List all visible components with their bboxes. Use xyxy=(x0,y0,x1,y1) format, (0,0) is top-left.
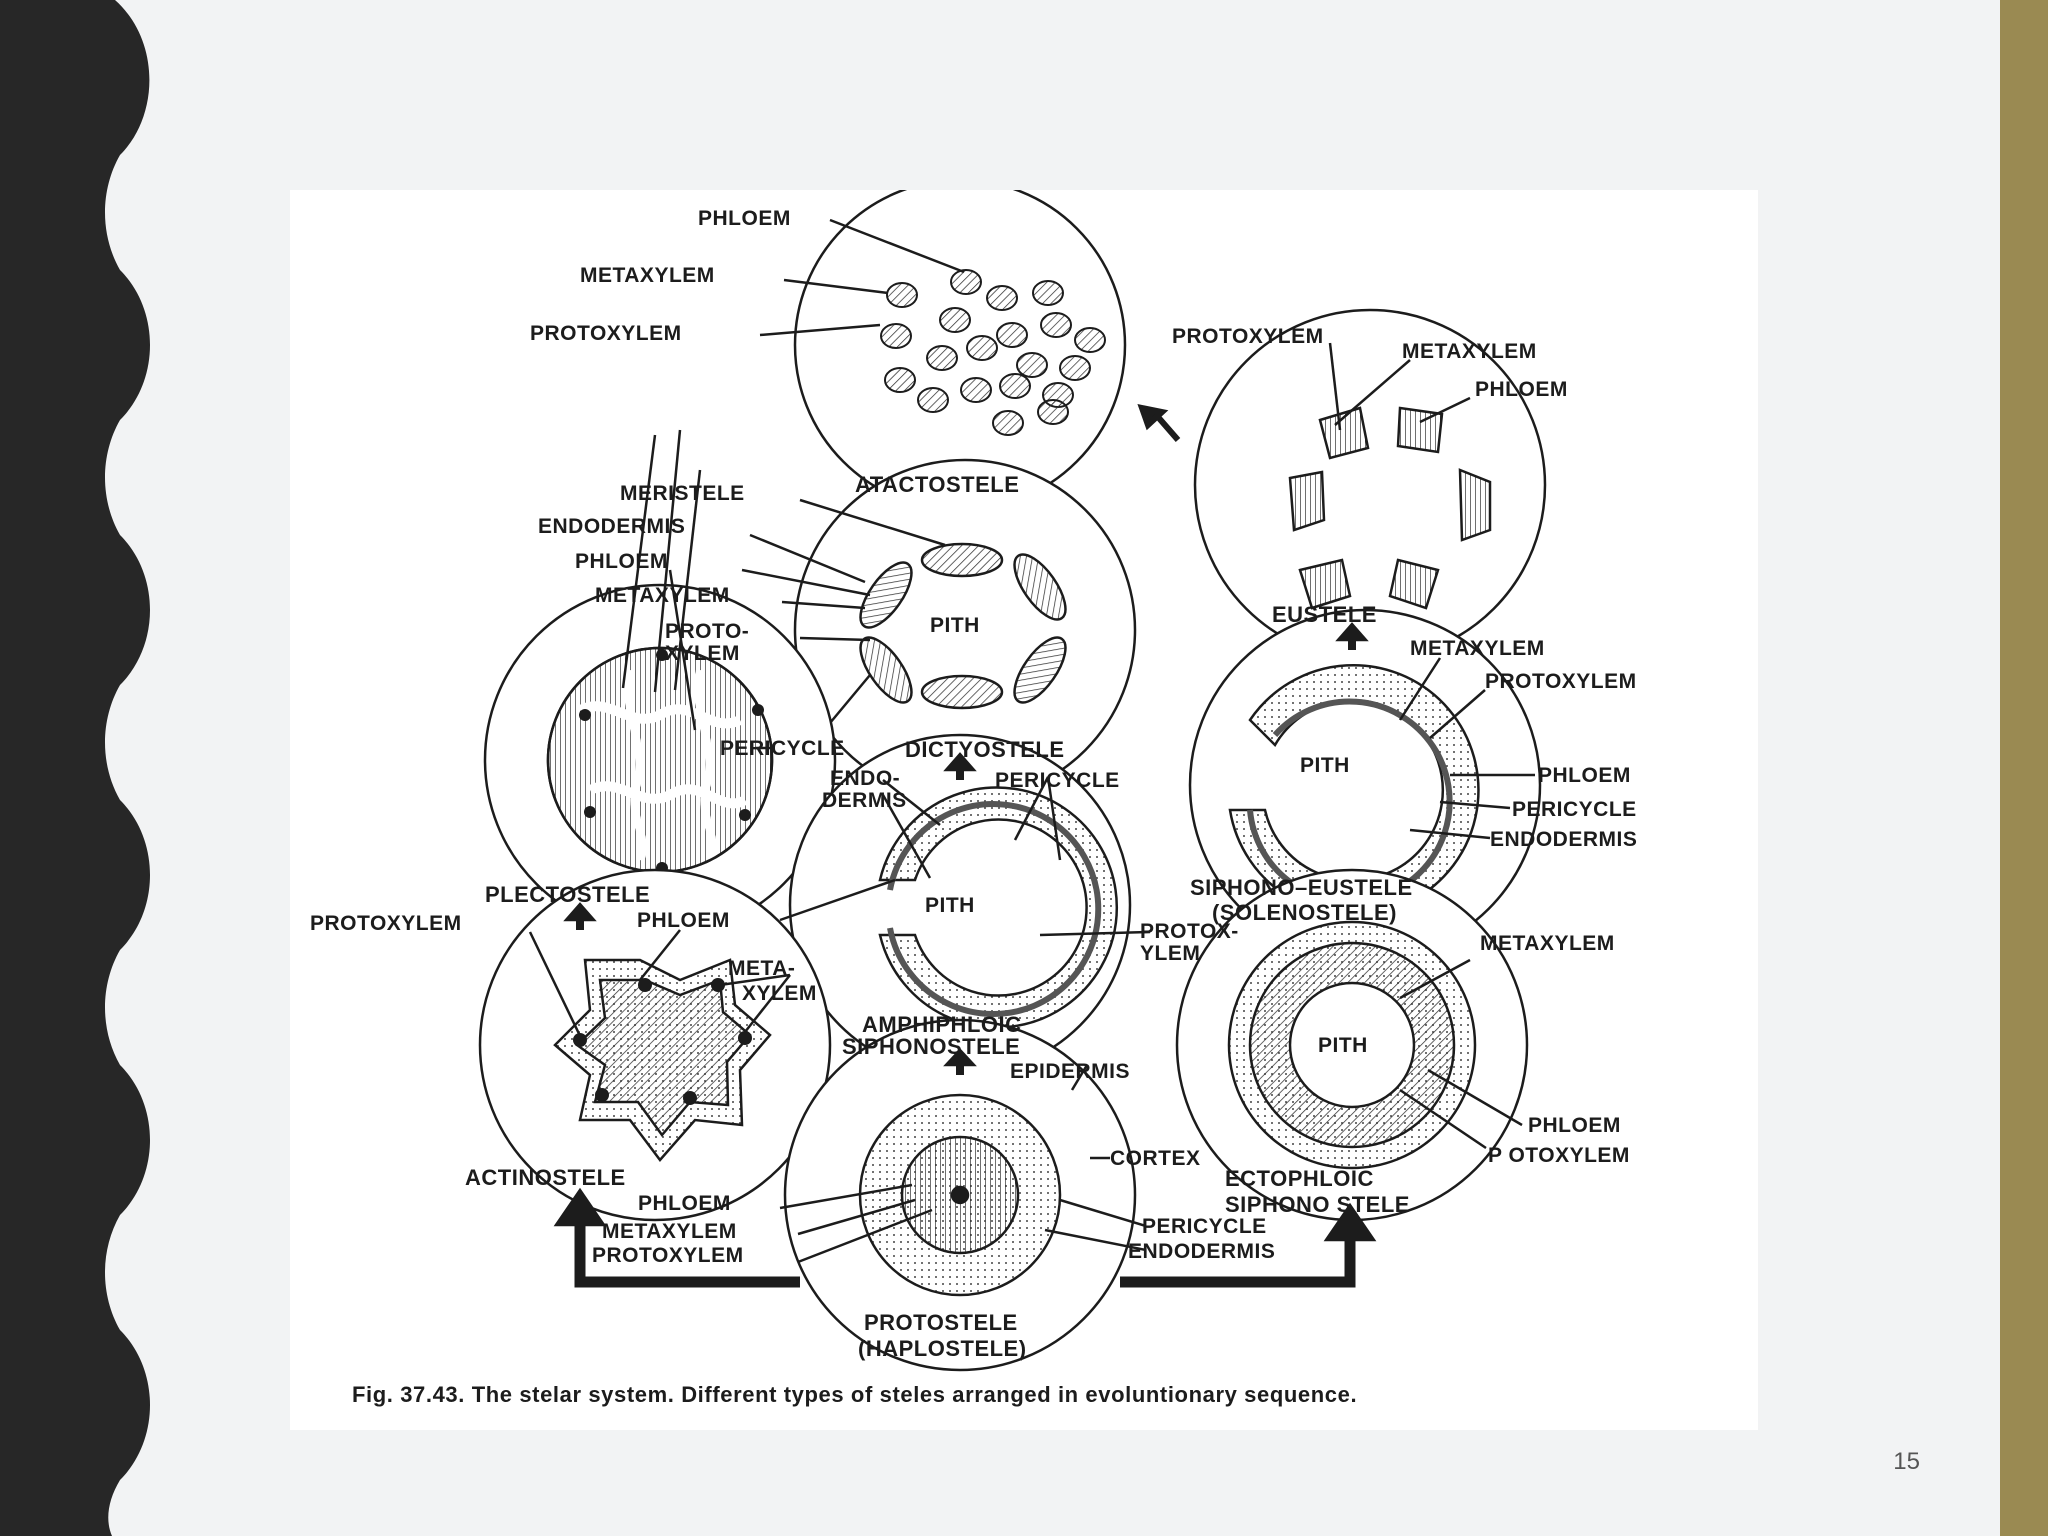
ectophloic-label-protoxylem: P OTOXYLEM xyxy=(1488,1144,1630,1167)
wavy-left-band xyxy=(0,0,150,1536)
dictyostele-title: DICTYOSTELE xyxy=(905,737,1065,762)
actinostele-title: ACTINOSTELE xyxy=(465,1165,626,1190)
protostele-label-phloem: PHLOEM xyxy=(638,1192,731,1215)
ectophloic-title: ECTOPHLOIC xyxy=(1225,1166,1374,1191)
atactostele-label-metaxylem: METAXYLEM xyxy=(580,264,715,287)
siphono-label-phloem: PHLOEM xyxy=(1538,764,1631,787)
protostele-label-metaxylem: METAXYLEM xyxy=(602,1220,737,1243)
eustele-label-metaxylem: METAXYLEM xyxy=(1402,340,1537,363)
dictyostele-center-pith: PITH xyxy=(930,614,980,637)
dictyostele-label-proto: PROTO- xyxy=(665,620,749,643)
plectostele-title: PLECTOSTELE xyxy=(485,882,650,907)
ectophloic-label-metaxylem: METAXYLEM xyxy=(1480,932,1615,955)
amphiphloic-label-protox: PROTOX- xyxy=(1140,920,1239,943)
dictyostele-diagram xyxy=(741,458,1137,802)
dictyostele-label-metaxylem: METAXYLEM xyxy=(595,584,730,607)
stelar-system-figure: PHLOEM METAXYLEM PROTOXYLEM ATACTOSTELE … xyxy=(290,190,1758,1430)
ectophloic-label-phloem: PHLOEM xyxy=(1528,1114,1621,1137)
amphiphloic-subtitle: SIPHONOSTELE xyxy=(842,1034,1020,1059)
ectophloic-center-pith: PITH xyxy=(1318,1034,1368,1057)
siphono-subtitle: (SOLENOSTELE) xyxy=(1212,900,1397,925)
siphono-center-pith: PITH xyxy=(1300,754,1350,777)
protostele-label-endodermis: ENDODERMIS xyxy=(1128,1240,1275,1263)
atactostele-title: ATACTOSTELE xyxy=(855,472,1019,497)
ectophloic-subtitle: SIPHONO STELE xyxy=(1225,1192,1410,1217)
amphiphloic-label-endo: ENDO- xyxy=(830,767,900,790)
atactostele-label-protoxylem: PROTOXYLEM xyxy=(530,322,682,345)
amphiphloic-label-phloem: PHLOEM xyxy=(637,909,730,932)
amphiphloic-title: AMPHIPHLOIC xyxy=(862,1012,1022,1037)
stele-diagram: PHLOEM METAXYLEM PROTOXYLEM ATACTOSTELE … xyxy=(310,190,1637,1407)
amphiphloic-label-dermis: DERMIS xyxy=(822,789,907,812)
dictyostele-label-pericycle: PERICYCLE xyxy=(720,737,845,760)
siphono-label-protoxylem: PROTOXYLEM xyxy=(1485,670,1637,693)
actinostele-label-meta: META- xyxy=(728,957,795,980)
dictyostele-label-phloem: PHLOEM xyxy=(575,550,668,573)
protostele-label-cortex: CORTEX xyxy=(1110,1147,1201,1170)
protostele-title: PROTOSTELE xyxy=(864,1310,1018,1335)
plectostele-diagram xyxy=(483,429,837,937)
amphiphloic-siphonostele-diagram xyxy=(779,733,1151,1077)
siphono-label-endodermis: ENDODERMIS xyxy=(1490,828,1637,851)
protostele-label-pericycle: PERICYCLE xyxy=(1142,1215,1267,1238)
eustele-title: EUSTELE xyxy=(1272,602,1377,627)
protostele-label-epidermis: EPIDERMIS xyxy=(1010,1060,1130,1083)
atactostele-diagram xyxy=(759,190,1127,512)
ectophloic-siphonostele-diagram xyxy=(1175,868,1529,1222)
page-number: 15 xyxy=(1893,1448,1920,1475)
accent-bar xyxy=(2000,0,2048,1536)
siphono-label-pericycle: PERICYCLE xyxy=(1512,798,1637,821)
amphiphloic-label-pericycle: PERICYCLE xyxy=(995,769,1120,792)
protostele-diagram xyxy=(779,1018,1147,1372)
actinostele-diagram xyxy=(478,868,832,1222)
eustele-label-protoxylem: PROTOXYLEM xyxy=(1172,325,1324,348)
atactostele-label-phloem: PHLOEM xyxy=(698,207,791,230)
dictyostele-label-endodermis: ENDODERMIS xyxy=(538,515,685,538)
actinostele-label-protoxylem: PROTOXYLEM xyxy=(310,912,462,935)
eustele-diagram xyxy=(1193,308,1547,662)
actinostele-label-xylem: XYLEM xyxy=(742,982,817,1005)
protostele-subtitle: (HAPLOSTELE) xyxy=(858,1336,1027,1361)
figure-caption: Fig. 37.43. The stelar system. Different… xyxy=(352,1382,1357,1407)
eustele-label-phloem: PHLOEM xyxy=(1475,378,1568,401)
dictyostele-label-meristele: MERISTELE xyxy=(620,482,745,505)
siphono-title: SIPHONO–EUSTELE xyxy=(1190,875,1413,900)
protostele-label-protoxylem: PROTOXYLEM xyxy=(592,1244,744,1267)
dictyostele-label-xylem: XYLEM xyxy=(665,642,740,665)
siphono-label-metaxylem: METAXYLEM xyxy=(1410,637,1545,660)
amphiphloic-center-pith: PITH xyxy=(925,894,975,917)
amphiphloic-label-ylem: YLEM xyxy=(1140,942,1200,965)
